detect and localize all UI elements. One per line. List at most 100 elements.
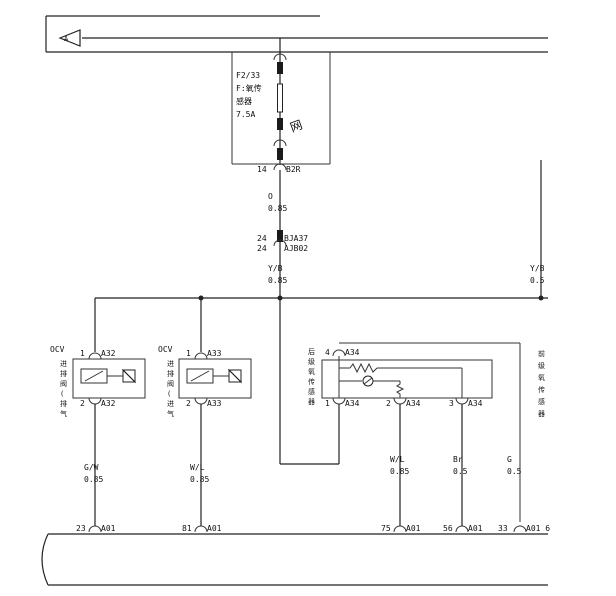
ecu-pin-81: 81 A01: [182, 524, 222, 533]
right-wire-color: Y/B: [530, 264, 545, 273]
ocv2-box: [178, 358, 252, 399]
rear-sensor-conn2-id: A34: [406, 399, 421, 408]
ecu-pin-number: 23: [76, 524, 86, 533]
rear-sensor-internal: [338, 342, 521, 522]
ocv1-pin-top: 1: [80, 349, 85, 358]
front-sensor-char: 器: [538, 410, 545, 418]
connector-b2r-id: B2R: [286, 165, 301, 174]
right-wire-size: 0.5: [530, 276, 545, 285]
rear-sensor-char: 感: [308, 387, 315, 396]
wire5-size: 0.5: [507, 467, 522, 476]
wire1-size: 0.85: [84, 475, 103, 484]
ocv2-connector-bot: [194, 397, 208, 405]
wire-top-size: 0.85: [268, 204, 287, 213]
power-bus: [95, 295, 548, 301]
fuse: [273, 38, 287, 165]
wire3-color: W/L: [390, 455, 405, 464]
ecu-harness: [41, 533, 548, 586]
ecu-conn-id: A01: [101, 524, 116, 533]
rear-sensor-feed: [279, 298, 340, 465]
ocv2-char: 气: [167, 409, 174, 418]
ocv2-solenoid-diag: [190, 370, 210, 382]
rear-sensor-char: 氧: [308, 367, 315, 376]
fuse-element: [277, 83, 283, 113]
front-sensor-char: 感: [538, 397, 545, 406]
rear-sensor-char: 器: [308, 398, 315, 406]
ocv2-char: 进: [167, 400, 174, 408]
connector-bja37: [273, 230, 287, 247]
ecu-conn-id: A01: [468, 524, 483, 533]
ocv1-box: [72, 358, 146, 399]
ecu-pin-23: 23 A01: [76, 524, 116, 533]
connector-bja37-pin: 24: [257, 234, 267, 243]
ocv1-vertical-label: 进 排 阀 ( 排 气: [60, 360, 67, 418]
ocv2-char: 排: [167, 369, 174, 378]
wire2-size: 0.85: [190, 475, 209, 484]
rear-sensor-conn2: [393, 397, 407, 405]
ocv1-valve-icon: [121, 368, 137, 384]
rear-sensor-conn4: [332, 349, 346, 357]
bus-wire-size: 0.85: [268, 276, 287, 285]
ocv1-pin-bot: 2: [80, 399, 85, 408]
ocv1-char: 排: [60, 369, 67, 378]
ocv1-char: 气: [60, 409, 67, 418]
front-sensor-char: 级: [538, 361, 545, 370]
ocv1-char: 阀: [60, 379, 67, 388]
ocv1-connector-bot: [88, 397, 102, 405]
ocv1-conn-top: A32: [101, 349, 116, 358]
front-sensor-char: 前: [538, 349, 545, 358]
top-ground-bus: [45, 15, 548, 53]
ocv1-title: OCV: [50, 345, 65, 354]
ecu-conn-id: A01: [406, 524, 421, 533]
arrow-connector: A: [58, 29, 81, 47]
ocv2-conn-top: A33: [207, 349, 222, 358]
rear-sensor-char: 传: [308, 377, 315, 386]
ecu-pin-75: 75 A01: [381, 524, 421, 533]
connector-ajb02-pin: 24: [257, 244, 267, 253]
ecu-pin-number: 81: [182, 524, 192, 533]
ocv1-solenoid-diag: [84, 370, 104, 382]
fuse-terminal-mid: [277, 118, 283, 130]
wire-top-color: O: [268, 192, 273, 201]
ocv2-connector-top: [194, 352, 208, 360]
fuse-connector-arc: [273, 53, 287, 61]
fuse-terminal-bot: [277, 148, 283, 160]
wire2-color: W/L: [190, 463, 205, 472]
rear-sensor-char: 后: [308, 347, 315, 356]
fuse-name: F:氧传: [236, 83, 262, 93]
front-sensor-vertical-label: 前 级 氧 传 感 器: [538, 349, 545, 418]
wire4-color: Br: [453, 455, 463, 464]
ocv2-valve-icon: [227, 368, 243, 384]
rear-sensor-vertical-label: 后 级 氧 传 感 器: [308, 347, 315, 406]
ocv2-conn-bot: A33: [207, 399, 222, 408]
connector-ajb02-id: AJB02: [284, 244, 308, 253]
ocv2-char: 进: [167, 360, 174, 368]
ocv2-char: 阀: [167, 379, 174, 388]
ocv1-char: 进: [60, 360, 67, 368]
connector-b2r: [273, 163, 287, 171]
wire4-size: 0.5: [453, 467, 468, 476]
rear-sensor-conn1: [332, 397, 346, 405]
wire3-size: 0.85: [390, 467, 409, 476]
fuse-terminal-top: [277, 62, 283, 74]
rear-sensor-conn4-id: A34: [345, 348, 360, 357]
fuse-rating: 7.5A: [236, 110, 255, 119]
rear-sensor-pin1: 1: [325, 399, 330, 408]
ocv1-conn-bot: A32: [101, 399, 116, 408]
wire5-color: G: [507, 455, 512, 464]
rear-sensor-pin4: 4: [325, 348, 330, 357]
ecu-pin-33: 33 A01 6: [498, 524, 550, 533]
ecu-conn-id: A01: [207, 524, 222, 533]
front-sensor-char: 氧: [538, 373, 545, 382]
wire1-color: G/W: [84, 463, 99, 472]
ecu-conn-id: A01 6: [526, 524, 550, 533]
ocv2-pin-top: 1: [186, 349, 191, 358]
fuse-name-2: 感器: [236, 96, 252, 106]
bus-wire-color: Y/B: [268, 264, 283, 273]
ecu-pin-number: 56: [443, 524, 453, 533]
watermark: 网: [288, 118, 304, 135]
ocv2-title: OCV: [158, 345, 173, 354]
rear-sensor-char: 级: [308, 357, 315, 366]
connector-bja37-id: BJA37: [284, 234, 308, 243]
